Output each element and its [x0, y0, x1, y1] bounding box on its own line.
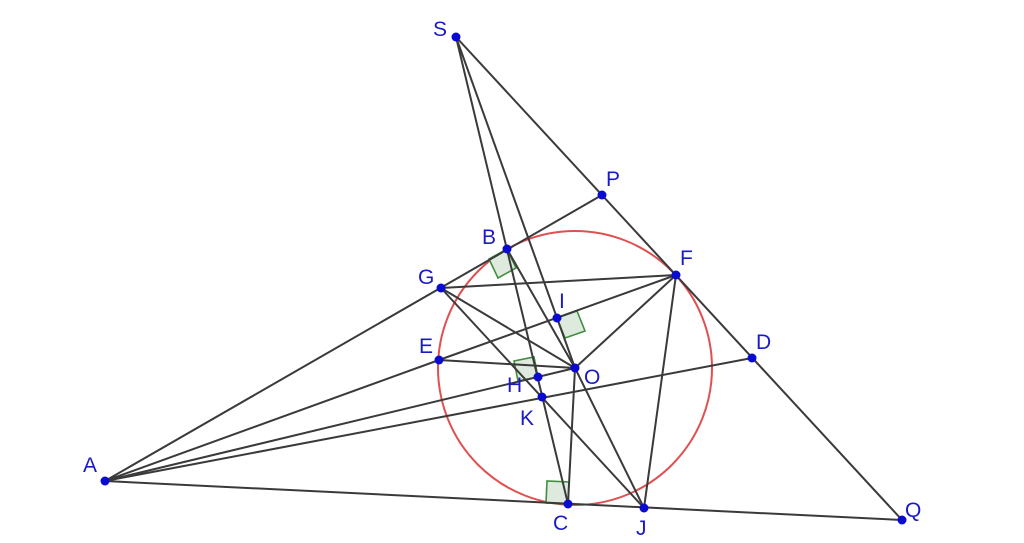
lines: [104, 36, 903, 521]
point-e: E: [419, 335, 444, 365]
point-i: I: [552, 290, 565, 323]
line-ap: [104, 194, 603, 482]
point-h: H: [507, 372, 543, 397]
line-fj: [643, 274, 677, 509]
label-p: P: [606, 168, 620, 191]
point-a: A: [83, 454, 110, 486]
points: S P B F G I E O H K D A C J Q: [83, 18, 921, 540]
point-p: P: [597, 168, 620, 200]
label-e: E: [419, 335, 433, 358]
label-j: J: [636, 517, 647, 540]
line-go: [440, 287, 576, 369]
label-f: F: [680, 247, 693, 270]
line-oc: [567, 367, 576, 505]
line-fo: [574, 274, 677, 369]
line-ad: [104, 357, 753, 482]
line-sc: [455, 36, 569, 505]
label-g: G: [418, 266, 434, 289]
label-a: A: [83, 454, 97, 477]
line-oj: [574, 367, 645, 509]
point-o: O: [570, 363, 600, 389]
point-d: D: [747, 331, 771, 363]
label-h: H: [507, 374, 522, 397]
point-g: G: [418, 266, 446, 293]
line-so: [455, 36, 576, 369]
line-ao: [104, 367, 576, 482]
line-bo: [506, 248, 576, 369]
label-k: K: [520, 407, 534, 430]
point-s: S: [433, 18, 461, 42]
point-c: C: [553, 499, 573, 535]
label-d: D: [756, 331, 771, 354]
line-aq: [104, 480, 903, 521]
label-o: O: [584, 366, 600, 389]
line-ae: [104, 359, 440, 482]
line-sq: [455, 36, 903, 521]
point-f: F: [671, 247, 693, 280]
point-q: Q: [897, 499, 921, 525]
label-q: Q: [905, 499, 921, 522]
label-s: S: [433, 18, 447, 41]
line-eo: [438, 359, 576, 369]
line-gf: [440, 274, 677, 289]
label-c: C: [553, 512, 568, 535]
right-angle-i: [555, 309, 587, 340]
label-b: B: [482, 226, 496, 249]
point-b: B: [482, 226, 512, 254]
circle-o: [437, 230, 713, 506]
point-k: K: [520, 392, 547, 430]
label-i: I: [559, 290, 565, 313]
point-j: J: [636, 503, 649, 540]
